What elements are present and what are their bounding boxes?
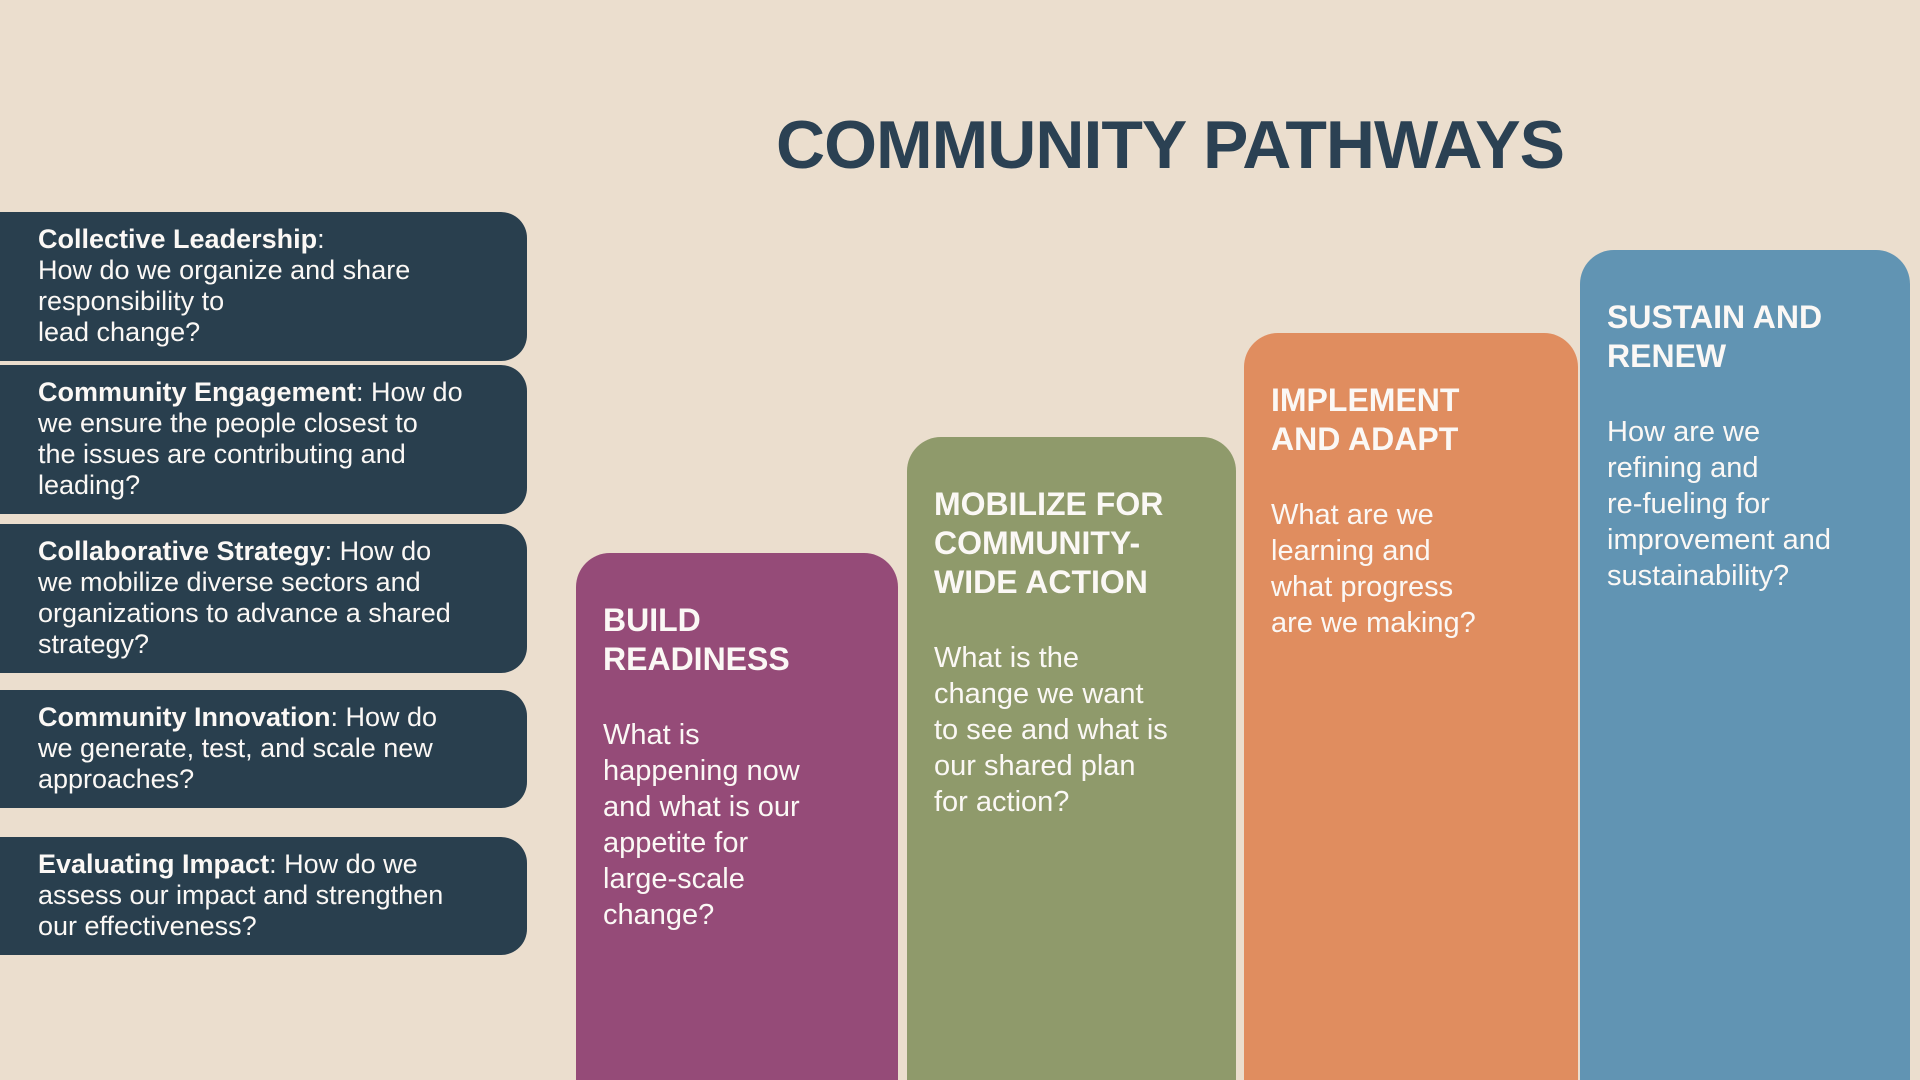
step-body: What are we learning and what progress a… [1271,499,1476,639]
pathway-step-mobilize-for-community-wide-action: MOBILIZE FOR COMMUNITY- WIDE ACTION What… [907,437,1236,1080]
step-heading: BUILD READINESS [603,602,790,677]
question-text: Collaborative Strategy: How do we mobili… [38,536,499,660]
pathway-step-sustain-and-renew: SUSTAIN AND RENEW How are we refining an… [1580,250,1910,1080]
question-card-evaluating-impact: Evaluating Impact: How do we assess our … [0,837,527,955]
question-label: Collaborative Strategy [38,536,325,566]
question-text: Community Engagement: How do we ensure t… [38,377,499,501]
question-text: Collective Leadership: How do we organiz… [38,224,499,348]
step-heading: IMPLEMENT AND ADAPT [1271,382,1460,457]
pathway-step-implement-and-adapt: IMPLEMENT AND ADAPT What are we learning… [1244,333,1578,1080]
step-body: What is the change we want to see and wh… [934,642,1168,818]
step-heading: MOBILIZE FOR COMMUNITY- WIDE ACTION [934,486,1164,600]
step-heading: SUSTAIN AND RENEW [1607,299,1823,374]
question-card-collaborative-strategy: Collaborative Strategy: How do we mobili… [0,524,527,673]
question-card-community-engagement: Community Engagement: How do we ensure t… [0,365,527,514]
question-body: : How do we mobilize diverse sectors and… [38,536,451,659]
step-body: How are we refining and re-fueling for i… [1607,416,1832,592]
question-card-collective-leadership: Collective Leadership: How do we organiz… [0,212,527,361]
question-label: Evaluating Impact [38,849,270,879]
question-label: Collective Leadership [38,224,318,254]
question-label: Community Innovation [38,702,331,732]
question-text: Community Innovation: How do we generate… [38,702,499,795]
question-body: : How do we generate, test, and scale ne… [38,702,438,794]
question-body: : How do we organize and share responsib… [38,224,411,347]
page-title: COMMUNITY PATHWAYS [776,107,1565,183]
question-text: Evaluating Impact: How do we assess our … [38,849,499,942]
question-body: : How do we assess our impact and streng… [38,849,444,941]
step-body: What is happening now and what is our ap… [603,719,800,931]
question-card-community-innovation: Community Innovation: How do we generate… [0,690,527,808]
question-body: : How do we ensure the people closest to… [38,377,463,500]
question-label: Community Engagement [38,377,357,407]
pathway-step-build-readiness: BUILD READINESS What is happening now an… [576,553,898,1080]
